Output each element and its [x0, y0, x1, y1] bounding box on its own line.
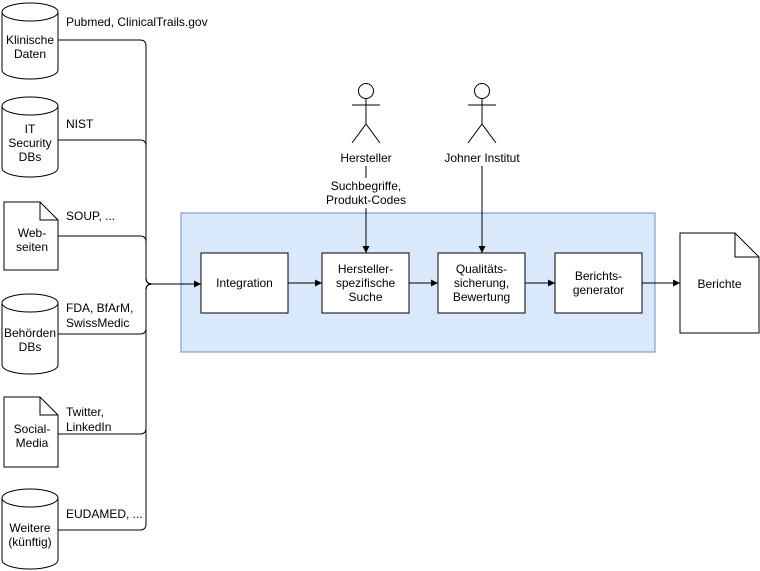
- database-cylinder-icon: [1, 488, 59, 570]
- source-annotation-6: EUDAMED, ...: [66, 507, 143, 521]
- source-annotation-5: Twitter,LinkedIn: [66, 405, 111, 434]
- source-label-5: Social-Media: [14, 422, 51, 450]
- process-label-1: Integration: [216, 276, 273, 290]
- source-3: Web-seiten SOUP, ...: [3, 201, 115, 271]
- source-label-3: Web-seiten: [16, 226, 48, 254]
- process-label-3: Qualitäts-sicherung,Bewertung: [453, 262, 510, 304]
- source-annotation-1: Pubmed, ClinicalTrails.gov: [66, 15, 208, 29]
- person-icon: [467, 83, 497, 144]
- actors: HerstellerSuchbegriffe,Produkt-CodesJohn…: [326, 83, 520, 207]
- process-step-3: Qualitäts-sicherung,Bewertung: [437, 252, 526, 314]
- database-cylinder-icon: [1, 96, 59, 178]
- source-annotation-2: NIST: [66, 117, 94, 131]
- person-icon: [351, 83, 381, 144]
- process-label-4: Berichts-generator: [573, 269, 624, 297]
- actor-label-1: Hersteller: [340, 151, 391, 165]
- actor-2: Johner Institut: [444, 83, 520, 165]
- actor-label-2: Johner Institut: [444, 151, 520, 165]
- process-step-4: Berichts-generator: [554, 252, 643, 314]
- connector-source-6: [58, 283, 153, 531]
- actor-annotation-1: Suchbegriffe,Produkt-Codes: [326, 179, 406, 207]
- connectors: [58, 39, 680, 531]
- source-6: Weitere(künftig) EUDAMED, ...: [1, 488, 143, 570]
- output-label: Berichte: [697, 277, 741, 291]
- connector-source-3: [58, 235, 153, 285]
- connector-source-1: [58, 39, 153, 285]
- output-document: Berichte: [679, 232, 760, 334]
- database-cylinder-icon: [1, 293, 59, 375]
- source-annotation-4: FDA, BfArM,SwissMedic: [66, 301, 133, 330]
- database-cylinder-icon: [1, 2, 59, 80]
- process-step-1: Integration: [200, 252, 289, 314]
- document-icon: [3, 201, 59, 271]
- source-annotation-3: SOUP, ...: [66, 209, 115, 223]
- document-icon: [679, 232, 760, 334]
- source-5: Social-Media Twitter,LinkedIn: [3, 396, 111, 468]
- source-label-6: Weitere(künftig): [8, 521, 51, 549]
